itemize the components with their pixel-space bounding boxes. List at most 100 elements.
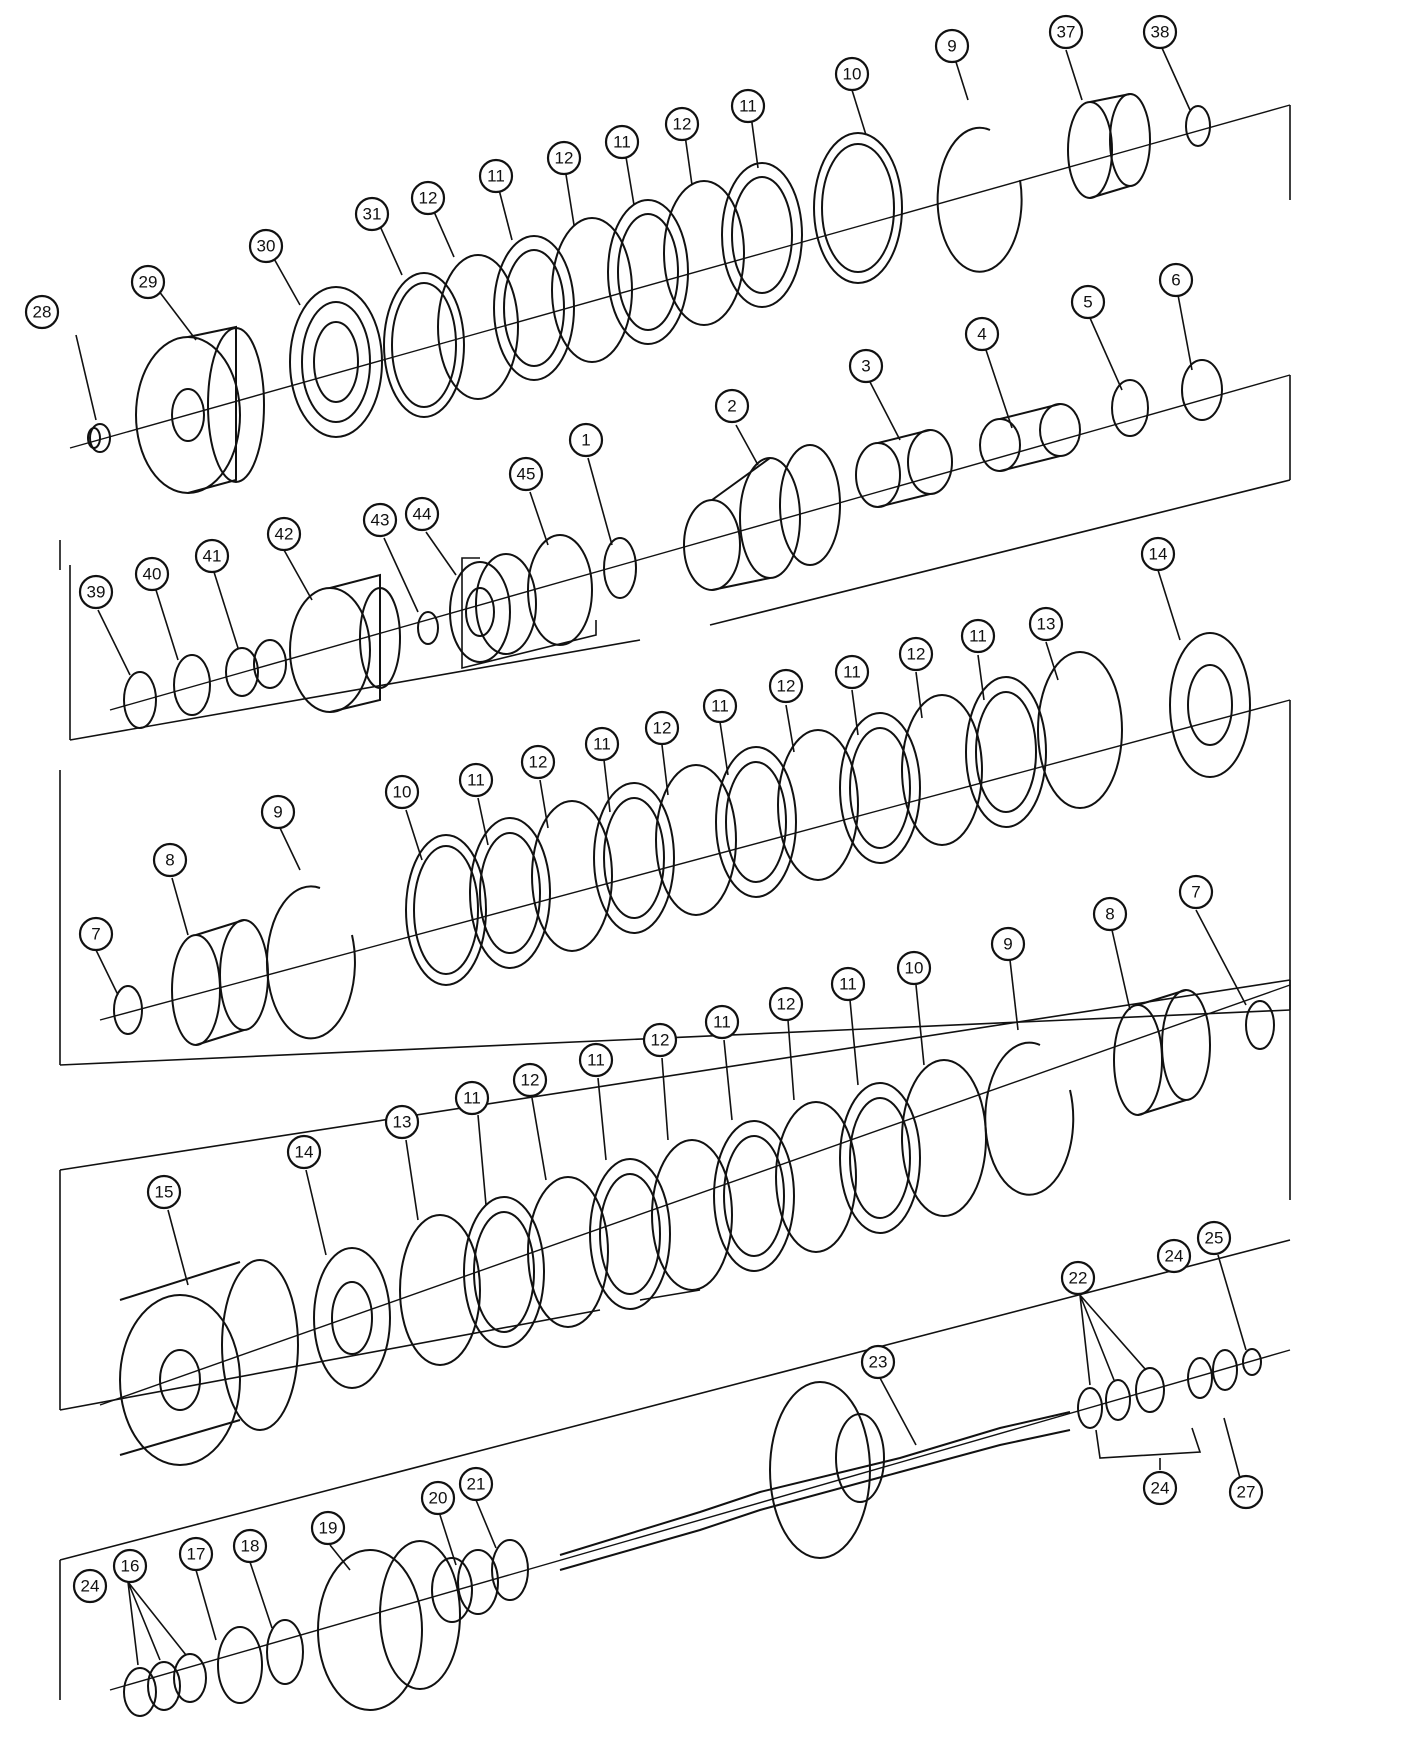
callout-28: 28 [24,294,60,330]
part-39-ring [123,671,157,729]
callout-16: 16 [112,1548,148,1584]
part-22-rings [1077,1367,1165,1429]
part-20-bearing [431,1549,499,1623]
callout-12: 12 [664,106,700,142]
callout-label: 13 [1037,615,1056,634]
callout-label: 12 [653,719,672,738]
callout-label: 11 [839,975,857,994]
row-3-assembly [95,569,1291,1046]
callout-label: 12 [777,677,796,696]
callout-11: 11 [454,1080,490,1116]
callout-label: 30 [257,237,276,256]
row-5-assembly [109,1254,1291,1717]
callout-label: 11 [467,771,485,790]
callout-12: 12 [410,180,446,216]
callout-label: 23 [869,1353,888,1372]
part-6-thrust-washer [1181,359,1223,421]
part-1-thrust-bearing [603,537,637,599]
part-43-ring [417,611,439,645]
callout-9: 9 [990,926,1026,962]
callout-label: 9 [1003,935,1012,954]
callout-label: 12 [651,1031,670,1050]
callout-label: 10 [843,65,862,84]
part-38-ring [1185,105,1211,147]
callout-label: 13 [393,1113,412,1132]
callout-label: 14 [295,1143,314,1162]
callout-8: 8 [152,842,188,878]
callout-29: 29 [130,264,166,300]
callout-17: 17 [178,1536,214,1572]
callout-27: 27 [1228,1474,1264,1510]
callout-12: 12 [644,710,680,746]
callout-7: 7 [78,916,114,952]
callout-label: 11 [843,663,861,682]
callout-11: 11 [604,124,640,160]
callout-6: 6 [1158,262,1194,298]
callout-label: 15 [155,1183,174,1202]
callout-11: 11 [702,688,738,724]
callout-label: 22 [1069,1269,1088,1288]
row-3-leaders [95,569,1181,996]
callout-11: 11 [704,1004,740,1040]
callout-label: 40 [143,565,162,584]
part-7-ring [1245,1000,1275,1050]
callout-11: 11 [578,1042,614,1078]
callout-label: 20 [429,1489,448,1508]
row-4-assembly [99,909,1291,1466]
part-15-drum [119,1259,299,1466]
callout-label: 8 [1105,905,1114,924]
callout-label: 11 [969,627,987,646]
row-4-leaders [167,909,1247,1286]
part-44-bearing [449,553,537,663]
callout-label: 4 [977,325,986,344]
callout-5: 5 [1070,284,1106,320]
callout-label: 12 [419,189,438,208]
callout-label: 11 [587,1051,605,1070]
callout-label: 1 [581,431,590,450]
part-4-sleeve [979,403,1081,472]
part-14-piston [1169,632,1251,778]
callout-12: 12 [512,1062,548,1098]
part-37-sprag [1067,93,1151,199]
part-30-piston [289,286,383,438]
callout-label: 11 [593,735,611,754]
part-40-ring [173,654,211,716]
callout-label: 28 [33,303,52,322]
callout-label: 25 [1205,1229,1224,1248]
callout-14: 14 [286,1134,322,1170]
callout-13: 13 [1028,606,1064,642]
callout-11: 11 [834,654,870,690]
callout-label: 6 [1171,271,1180,290]
callout-label: 12 [521,1071,540,1090]
row-5-leaders [127,1254,1247,1666]
callout-label: 11 [711,697,729,716]
callout-31: 31 [354,196,390,232]
part-29-clutch-housing [135,325,265,494]
part-42-hub [289,573,401,713]
callout-label: 38 [1151,23,1170,42]
callout-label: 9 [947,37,956,56]
callout-9: 9 [260,794,296,830]
callout-14: 14 [1140,536,1176,572]
row-2-assembly [97,294,1291,729]
callout-12: 12 [642,1022,678,1058]
callout-18: 18 [232,1528,268,1564]
callout-label: 12 [529,753,548,772]
part-8-sprag [1113,989,1211,1116]
callout-23: 23 [860,1344,896,1380]
part-41-bearing [225,639,287,697]
part-25-ring [1242,1348,1262,1376]
part-17-washer [217,1626,263,1704]
callout-label: 12 [907,645,926,664]
callout-label: 12 [673,115,692,134]
callout-label: 14 [1149,545,1168,564]
callout-30: 30 [248,228,284,264]
row-1-axis [69,104,1291,449]
part-2-gear-hub [683,444,841,591]
part-27-bearing [1187,1349,1238,1399]
callout-label: 9 [273,803,282,822]
callout-20: 20 [420,1480,456,1516]
callout-39: 39 [78,574,114,610]
callout-label: 43 [371,511,390,530]
